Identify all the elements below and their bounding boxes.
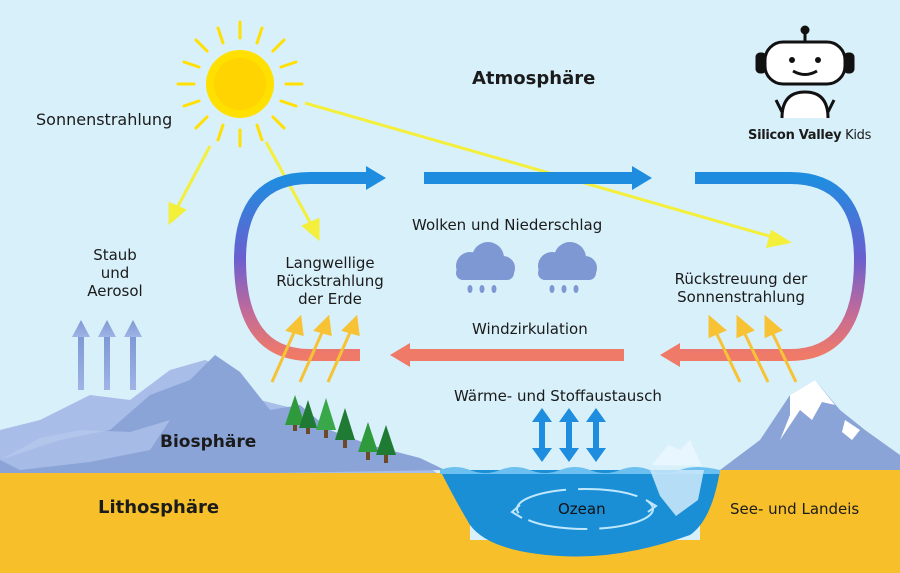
ground-left: [0, 473, 470, 573]
longwave-radiation-label: Langwellige Rückstrahlung der Erde: [262, 254, 398, 308]
snow-cap: [780, 380, 835, 440]
mountain-shadow: [0, 420, 170, 470]
loop-arrowhead-bottom-right: [660, 343, 680, 367]
rain-cloud-icon: [456, 242, 515, 293]
lithosphere-label: Lithosphäre: [98, 497, 220, 518]
top-blue-arrow: [424, 172, 634, 184]
wind-circulation-arrowhead: [390, 343, 410, 367]
top-blue-arrowhead: [632, 166, 652, 190]
snow-patch: [842, 420, 860, 440]
forest: [285, 395, 396, 463]
ocean-basin: [440, 470, 720, 557]
brand-suffix: Kids: [845, 128, 872, 143]
ocean-waves: [440, 467, 720, 474]
circulation-loop-left: [233, 172, 370, 361]
solar-radiation-arrows: [168, 101, 792, 248]
longwave-label-line1: Langwellige: [285, 254, 375, 272]
sun-radiation-label: Sonnenstrahlung: [36, 110, 173, 129]
circulation-loop-right: [680, 172, 867, 361]
longwave-label-line3: der Erde: [298, 290, 362, 308]
heat-exchange-label: Wärme- und Stoffaustausch: [454, 387, 662, 405]
longwave-label-line2: Rückstrahlung: [276, 272, 384, 290]
ice-label: See- und Landeis: [730, 500, 860, 518]
rain-cloud-icon-2: [538, 242, 597, 293]
longwave-radiation-arrows: [270, 314, 360, 383]
biosphere-label: Biosphäre: [160, 432, 257, 452]
clouds-precipitation-label: Wolken und Niederschlag: [412, 216, 603, 234]
robot-logo-icon: [755, 25, 855, 119]
loop-arrowhead-top-left: [366, 166, 386, 190]
backscatter-arrows: [708, 314, 798, 383]
exchange-double-arrows: [532, 408, 606, 462]
snowy-mountain: [720, 380, 900, 475]
brand-name: Silicon Valley: [748, 128, 842, 143]
wind-circulation-label: Windzirkulation: [472, 320, 588, 338]
brand-logo-text: Silicon Valley Kids: [748, 128, 871, 144]
backscatter-label: Rückstreuung der Sonnenstrahlung: [656, 270, 826, 306]
ocean-label: Ozean: [558, 500, 606, 518]
ocean-circulation-arrowhead: [645, 499, 658, 513]
backscatter-label-line1: Rückstreuung der: [674, 270, 808, 288]
dust-aerosol-label: Staub und Aerosol: [70, 246, 160, 300]
sun-icon: [176, 20, 304, 148]
dust-upward-arrows: [72, 320, 142, 390]
backscatter-label-line2: Sonnenstrahlung: [677, 288, 805, 306]
dust-label-line3: Aerosol: [87, 282, 143, 300]
dust-label-line1: Staub: [93, 246, 137, 264]
dust-label-line2: und: [100, 264, 130, 282]
atmosphere-title: Atmosphäre: [472, 68, 596, 89]
iceberg-underwater: [650, 470, 704, 516]
iceberg-top: [652, 440, 702, 466]
ground-right: [700, 470, 900, 573]
ocean-circulation-arrowhead-2: [510, 504, 523, 519]
wind-circulation-arrow: [408, 349, 624, 361]
